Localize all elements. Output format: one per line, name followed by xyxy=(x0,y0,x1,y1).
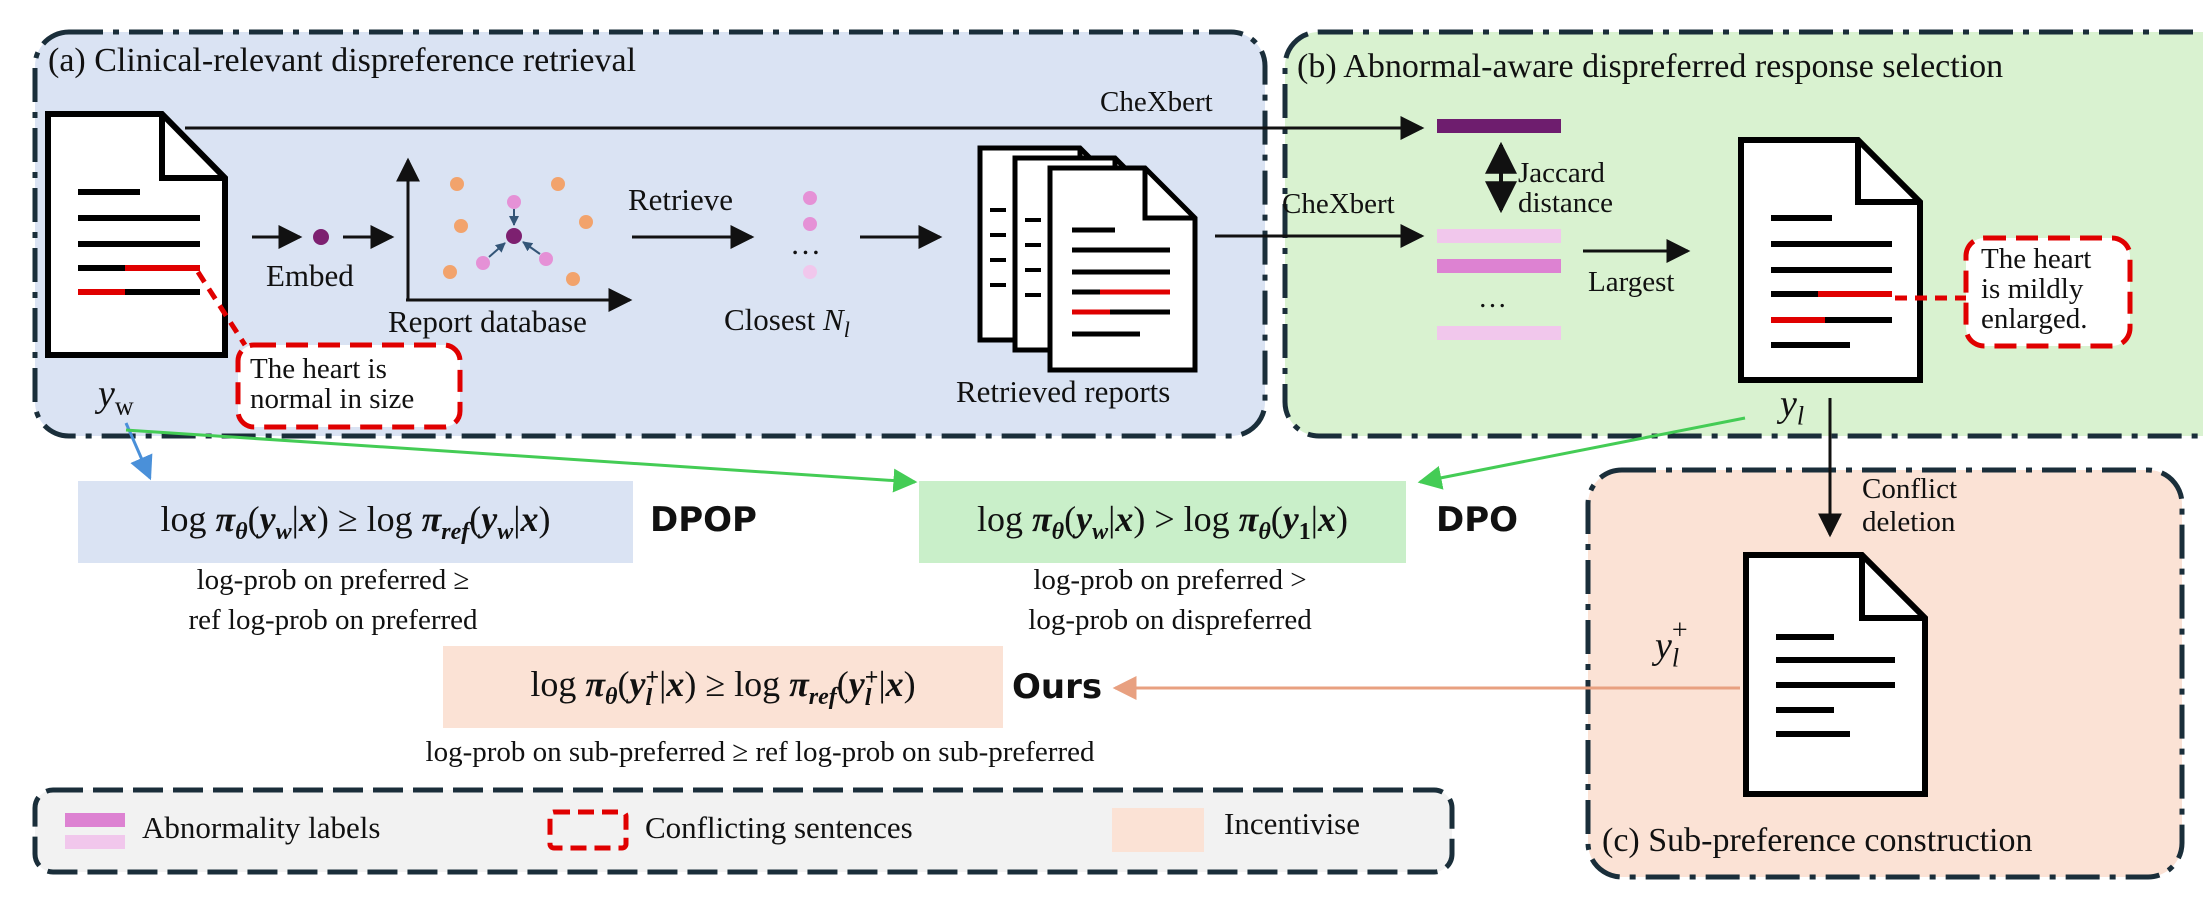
legend-abnormality-swatch-dark xyxy=(65,813,125,827)
dispreferred-report-icon xyxy=(1738,137,1923,383)
ours-method-label: Ours xyxy=(1012,667,1103,707)
embed-label: Embed xyxy=(266,258,354,293)
label-bar-1 xyxy=(1437,229,1561,243)
largest-label: Largest xyxy=(1588,266,1675,298)
legend-conflict-label: Conflicting sentences xyxy=(645,810,913,845)
label-bar-2 xyxy=(1437,259,1561,273)
legend-incentivise-label: Incentivise xyxy=(1224,806,1361,841)
panel-a-title: (a) Clinical-relevant dispreference retr… xyxy=(48,42,637,79)
dpop-caption: log-prob on preferred ≥ref log-prob on p… xyxy=(188,564,478,636)
preferred-conflict-box xyxy=(235,342,463,430)
ours-formula-box xyxy=(443,646,1003,728)
embed-point xyxy=(313,229,329,245)
panel-c-title: (c) Sub-preference construction xyxy=(1602,822,2033,859)
dpop-method-label: DPOP xyxy=(650,500,757,540)
legend-incentivise-swatch xyxy=(1112,808,1204,852)
chexbert-mid-label: CheXbert xyxy=(1282,188,1395,220)
closest-points xyxy=(803,191,817,279)
yw-to-dpop-arrow xyxy=(124,422,153,481)
ours-caption: log-prob on sub-preferred ≥ ref log-prob… xyxy=(425,736,1095,768)
legend-abnormality-label: Abnormality labels xyxy=(142,810,381,845)
report-database-label: Report database xyxy=(388,304,587,339)
database-points xyxy=(443,177,593,286)
label-bar-preferred xyxy=(1437,119,1561,133)
preferred-conflict-connector xyxy=(195,270,248,347)
panel-b-title: (b) Abnormal-aware dispreferred response… xyxy=(1297,48,2004,85)
legend-conflict-swatch xyxy=(547,809,629,851)
legend-abnormality-swatch-light xyxy=(65,835,125,849)
yl-to-dpo-arrow xyxy=(1417,416,1746,490)
dpop-formula: log πθ(yw|x) ≥ log πref(yw|x) xyxy=(160,498,551,546)
panel-a xyxy=(32,29,1268,439)
dpo-formula: log πθ(yw|x) > log πθ(y1|x) xyxy=(976,498,1348,546)
ylp-label: y+l xyxy=(1655,615,1688,673)
yl-label: yl xyxy=(1780,383,1805,431)
legend-box xyxy=(32,787,1455,875)
closest-nl-label: Closest Nl xyxy=(724,302,850,343)
dpo-caption: log-prob on preferred >log-prob on dispr… xyxy=(1028,564,1312,636)
chexbert-top-label: CheXbert xyxy=(1100,86,1213,118)
retrieved-reports-icon xyxy=(977,145,1198,373)
ours-formula: log πθ(y+l|x) ≥ log πref(y+l|x) xyxy=(530,663,916,711)
label-bar-3 xyxy=(1437,326,1561,340)
dpop-formula-box xyxy=(78,481,633,563)
dpo-method-label: DPO xyxy=(1436,500,1519,540)
sub-preferred-report-icon xyxy=(1743,552,1928,797)
closest-ellipsis: … xyxy=(790,226,821,261)
labels-ellipsis: … xyxy=(1478,282,1507,314)
preferred-report-icon xyxy=(45,111,228,358)
retrieved-reports-label: Retrieved reports xyxy=(956,374,1171,409)
retrieve-label: Retrieve xyxy=(628,182,734,217)
yw-to-dpo-arrow xyxy=(125,428,918,493)
yw-label: yw xyxy=(98,373,134,421)
dpo-formula-box xyxy=(919,481,1406,563)
dispreferred-conflict-box xyxy=(1963,235,2133,349)
